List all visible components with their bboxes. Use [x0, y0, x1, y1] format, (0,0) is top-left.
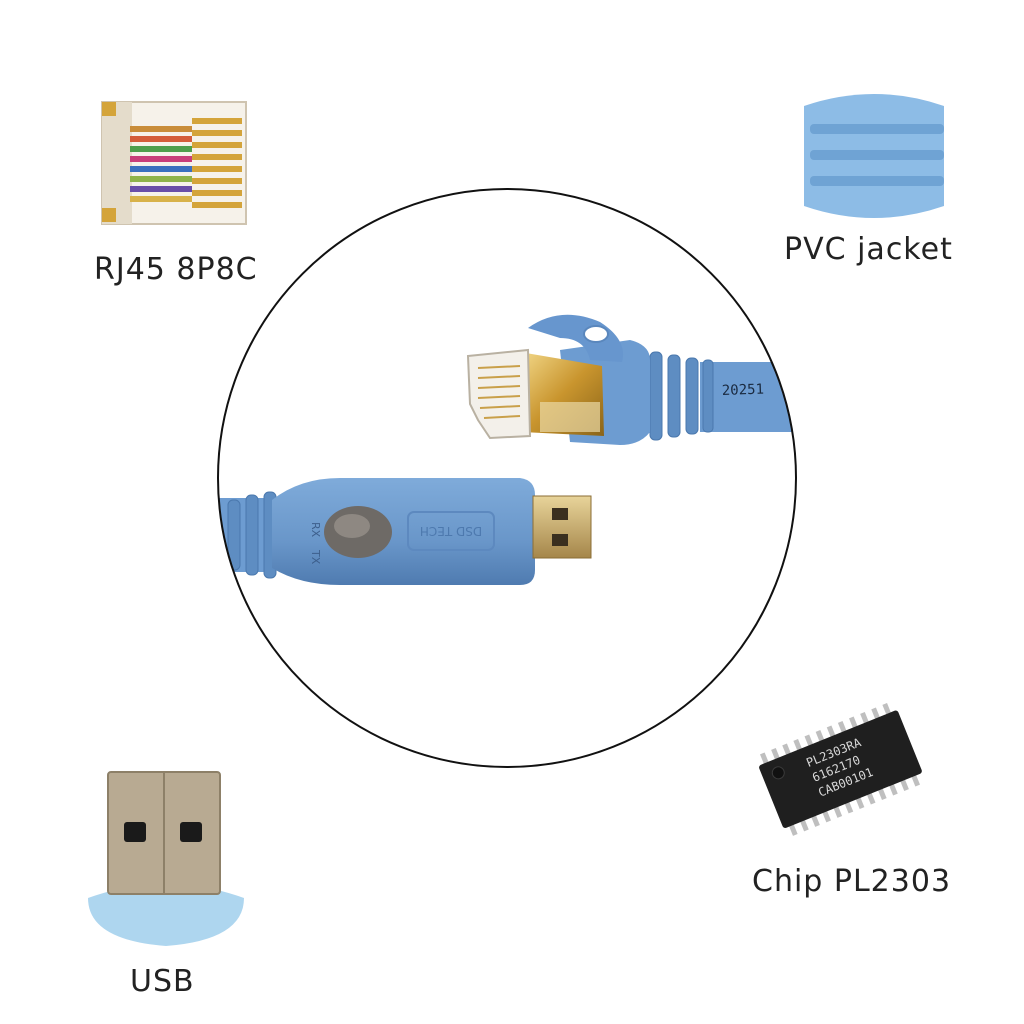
chip-icon: PL2303RA 6162170 CAB00101 — [759, 703, 922, 836]
pvc-jacket-icon — [804, 94, 944, 218]
photo-frame-circle — [217, 188, 797, 768]
chip-label: Chip PL2303 — [752, 864, 952, 899]
rj45-feature: RJ45 8P8C — [94, 96, 257, 287]
usb-feature: USB — [86, 770, 246, 999]
usb-cable-assembly: RX TX DSD TECH — [218, 478, 592, 585]
led-label-rx: RX — [309, 522, 322, 538]
rj45-connector-icon — [101, 101, 247, 225]
usb-plug-icon — [88, 771, 244, 946]
usb-label: USB — [130, 964, 195, 999]
cable-print-text: 20251 — [722, 382, 765, 399]
rj45-label: RJ45 8P8C — [94, 252, 258, 287]
led-label-tx: TX — [309, 549, 322, 565]
rj45-cable-assembly: 20251 — [466, 314, 796, 445]
chip-feature: PL2303RA 6162170 CAB00101 Chip PL2303 — [752, 700, 950, 899]
pvc-feature: PVC jacket — [784, 88, 952, 267]
usb-body-text: DSD TECH — [420, 524, 482, 538]
pvc-label: PVC jacket — [784, 232, 953, 267]
